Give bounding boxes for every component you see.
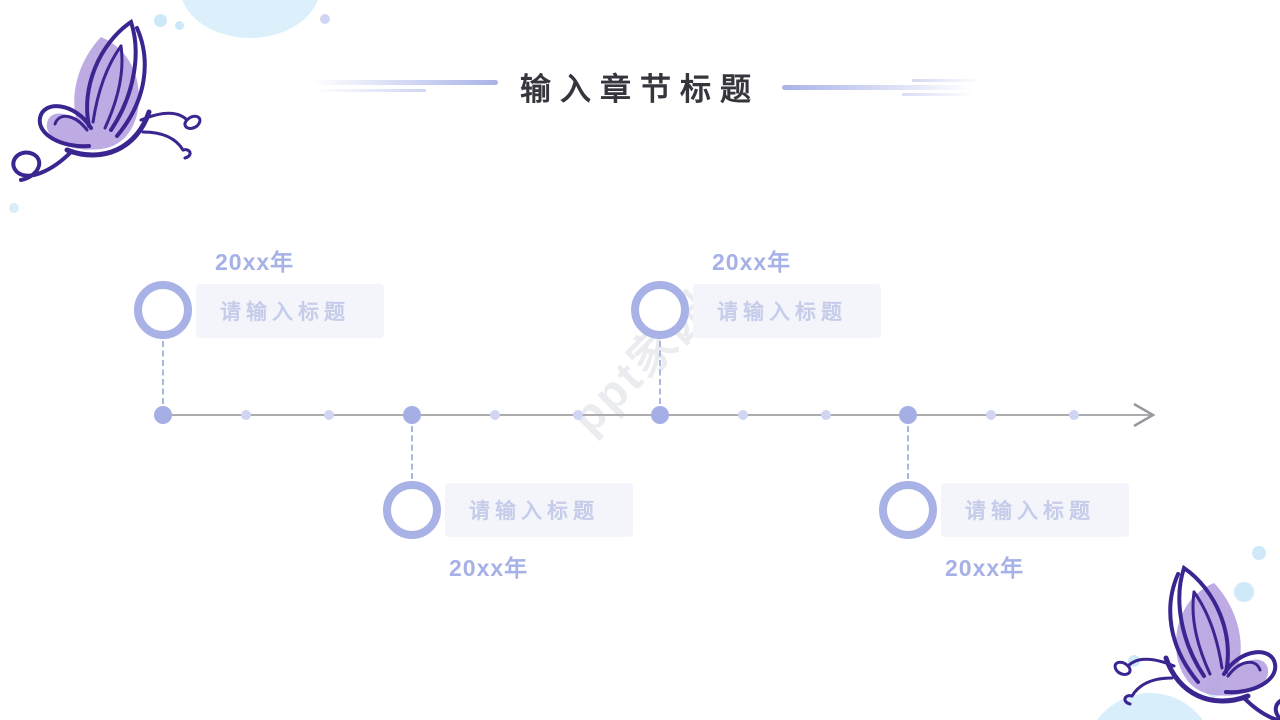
- title-accent-line-right: [782, 85, 972, 90]
- milestone-title-box[interactable]: 请输入标题: [693, 284, 881, 338]
- timeline-milestone: 请输入标题 20xx年: [383, 481, 653, 597]
- timeline-tick-dot: [1069, 410, 1079, 420]
- timeline-arrow-icon: [1133, 402, 1156, 428]
- dashed-connector: [162, 341, 164, 404]
- milestone-circle-icon: [879, 481, 937, 539]
- milestone-title: 请输入标题: [469, 500, 599, 523]
- timeline-tick-dot: [821, 410, 831, 420]
- blue-dot-decoration: [9, 203, 19, 213]
- blue-dot-decoration: [175, 21, 184, 30]
- milestone-circle-icon: [383, 481, 441, 539]
- dashed-connector: [907, 426, 909, 479]
- section-title[interactable]: 输入章节标题: [520, 72, 760, 107]
- timeline-milestone: 请输入标题 20xx年: [879, 481, 1149, 597]
- timeline-milestone: 20xx年 请输入标题: [631, 243, 901, 359]
- milestone-year-label[interactable]: 20xx年: [712, 249, 792, 275]
- milestone-year-label[interactable]: 20xx年: [945, 555, 1025, 581]
- blue-dot-decoration: [1234, 582, 1254, 602]
- lavender-dot-decoration: [320, 14, 330, 24]
- timeline-tick-dot: [490, 410, 500, 420]
- timeline-node-dot: [899, 406, 917, 424]
- dashed-connector: [659, 341, 661, 404]
- milestone-title: 请输入标题: [220, 301, 350, 324]
- timeline-node-dot: [154, 406, 172, 424]
- title-accent-line-left-small: [314, 89, 426, 92]
- timeline-tick-dot: [573, 410, 583, 420]
- title-accent-line-left: [312, 80, 498, 85]
- blue-dot-decoration: [154, 14, 167, 27]
- milestone-circle-icon: [631, 281, 689, 339]
- milestone-title-box[interactable]: 请输入标题: [445, 483, 633, 537]
- milestone-title-box[interactable]: 请输入标题: [941, 483, 1129, 537]
- timeline-node-dot: [403, 406, 421, 424]
- blue-dot-decoration: [1252, 546, 1266, 560]
- timeline-tick-dot: [986, 410, 996, 420]
- milestone-title-box[interactable]: 请输入标题: [196, 284, 384, 338]
- title-accent-line-right-small: [902, 93, 974, 96]
- timeline-tick-dot: [241, 410, 251, 420]
- milestone-title: 请输入标题: [965, 500, 1095, 523]
- milestone-year-label[interactable]: 20xx年: [449, 555, 529, 581]
- milestone-title: 请输入标题: [717, 301, 847, 324]
- timeline-tick-dot: [324, 410, 334, 420]
- timeline-node-dot: [651, 406, 669, 424]
- timeline-tick-dot: [738, 410, 748, 420]
- milestone-circle-icon: [134, 281, 192, 339]
- milestone-year-label[interactable]: 20xx年: [215, 249, 295, 275]
- timeline-milestone: 20xx年 请输入标题: [134, 243, 404, 359]
- dashed-connector: [411, 426, 413, 479]
- title-accent-line-right-small: [912, 79, 982, 82]
